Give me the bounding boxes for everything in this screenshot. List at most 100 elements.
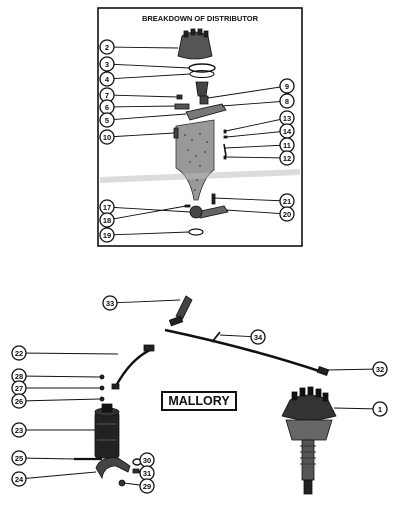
callout-3: 3 (99, 56, 115, 72)
callout-circle (279, 78, 295, 94)
rotor (195, 81, 209, 97)
callout-26: 26 (11, 393, 27, 409)
leader-line-4 (106, 73, 191, 80)
callout-number: 28 (15, 372, 23, 381)
callout-circle (99, 212, 115, 228)
leader-line-14 (226, 130, 288, 138)
leader-line-28 (18, 375, 101, 378)
callout-17: 17 (99, 199, 115, 215)
leader-line-12 (225, 156, 288, 159)
callout-9: 9 (279, 78, 295, 94)
leader-line-6 (106, 105, 176, 108)
callout-number: 6 (105, 103, 109, 112)
callout-number: 8 (285, 97, 289, 106)
callout-29: 29 (139, 478, 155, 494)
callout-10: 10 (99, 129, 115, 145)
callout-circle (99, 71, 115, 87)
breaker-plate (185, 103, 227, 121)
leader-line-22 (18, 352, 119, 355)
callout-circle (99, 112, 115, 128)
callout-12: 12 (279, 150, 295, 166)
callout-30: 30 (139, 452, 155, 468)
callout-number: 20 (283, 210, 291, 219)
inset-title: BREAKDOWN OF DISTRIBUTOR (142, 14, 259, 23)
callout-8: 8 (279, 93, 295, 109)
callout-number: 34 (254, 333, 263, 342)
callout-number: 1 (378, 405, 382, 414)
callout-19: 19 (99, 227, 115, 243)
distributor-assembly (281, 386, 337, 495)
callout-number: 9 (285, 82, 289, 91)
callout-11: 11 (279, 137, 295, 153)
callout-circle (11, 393, 27, 409)
callout-20: 20 (279, 206, 295, 222)
callout-circle (11, 471, 27, 487)
drive-gear (189, 205, 203, 219)
leader-line-19 (106, 231, 190, 236)
leader-line-3 (106, 63, 190, 69)
cable-32 (164, 328, 323, 374)
callout-circle (139, 478, 155, 494)
callout-circle (99, 56, 115, 72)
callout-circle (372, 361, 388, 377)
callout-circle (102, 295, 118, 311)
callout-2: 2 (99, 39, 115, 55)
callout-21: 21 (279, 193, 295, 209)
callout-number: 21 (283, 197, 291, 206)
callout-circle (11, 422, 27, 438)
callout-23: 23 (11, 422, 27, 438)
callout-13: 13 (279, 110, 295, 126)
callout-markers: 2347651098131411121718192120333422282726… (11, 39, 388, 494)
leader-line-5 (106, 113, 187, 121)
inset-parts (99, 28, 301, 236)
callout-31: 31 (139, 465, 155, 481)
callout-number: 12 (283, 154, 291, 163)
callout-14: 14 (279, 123, 295, 139)
leader-line-1 (333, 407, 381, 410)
callout-number: 31 (143, 469, 151, 478)
callout-number: 5 (105, 116, 109, 125)
brand-label: MALLORY (168, 394, 230, 408)
callout-circle (250, 329, 266, 345)
leader-line-26 (18, 398, 101, 402)
callout-number: 23 (15, 426, 23, 435)
callout-number: 30 (143, 456, 151, 465)
leader-line-33 (109, 299, 181, 304)
callout-5: 5 (99, 112, 115, 128)
callout-number: 4 (105, 75, 110, 84)
callout-circle (99, 129, 115, 145)
coil-lead (114, 348, 151, 387)
tach-sender (175, 295, 193, 321)
distributor-housing (175, 119, 215, 201)
callout-4: 4 (99, 71, 115, 87)
callout-circle (279, 93, 295, 109)
callout-number: 33 (106, 299, 114, 308)
callout-circle (99, 227, 115, 243)
callout-number: 3 (105, 60, 109, 69)
leader-line-24 (18, 471, 97, 480)
callout-circle (11, 345, 27, 361)
leader-line-7 (106, 94, 178, 98)
callout-number: 13 (283, 114, 291, 123)
callout-number: 27 (15, 384, 23, 393)
leader-line-2 (106, 46, 179, 49)
callout-circle (99, 39, 115, 55)
main-parts (74, 295, 337, 495)
ignition-coil (94, 411, 120, 459)
callout-number: 24 (15, 475, 24, 484)
callout-24: 24 (11, 471, 27, 487)
callout-number: 26 (15, 397, 23, 406)
callout-32: 32 (372, 361, 388, 377)
callout-number: 7 (105, 91, 109, 100)
callout-number: 25 (15, 454, 23, 463)
callout-circle (372, 401, 388, 417)
callout-number: 14 (283, 127, 292, 136)
callout-number: 11 (283, 141, 291, 150)
leader-line-13 (225, 117, 288, 132)
callout-circle (279, 150, 295, 166)
leader-line-21 (213, 197, 288, 202)
leader-line-11 (224, 144, 288, 149)
callout-33: 33 (102, 295, 118, 311)
callout-number: 22 (15, 349, 23, 358)
